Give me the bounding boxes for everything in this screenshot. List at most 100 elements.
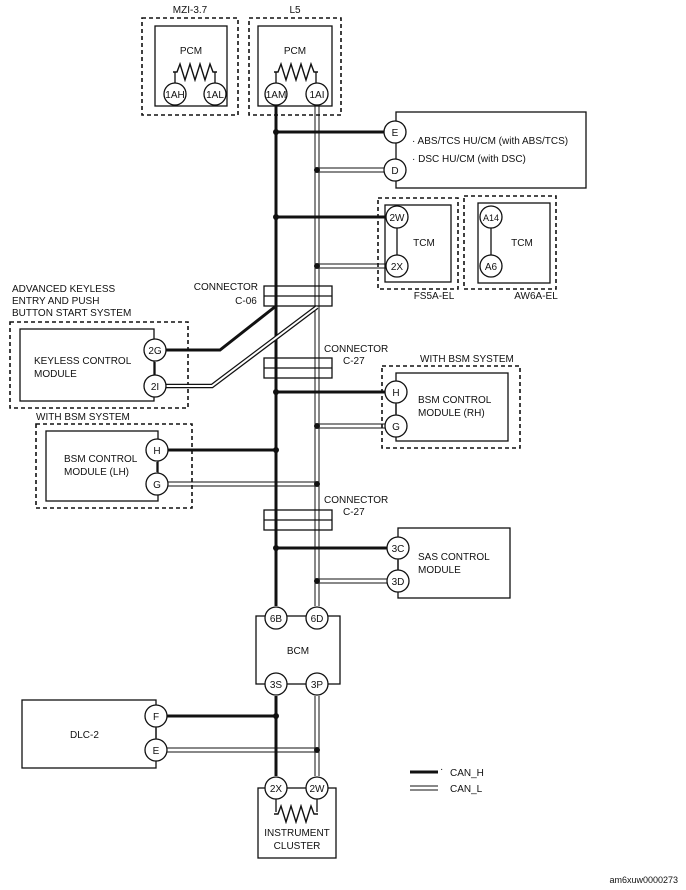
keyless-pin-2g-label: 2G [148,346,162,357]
bsm-rh-module-label-1: BSM CONTROL [418,395,492,406]
pcm-l5-terminating-resistor [274,63,318,81]
connector-c27-lower-id: C-27 [343,507,365,518]
bcm-pin-6b [264,606,288,630]
connector-c06: CONNECTOR C-06 [194,282,333,307]
sas-module-label-1: SAS CONTROL [418,552,490,563]
bsm-lh-pin-g [145,472,169,496]
bsm-rh-pin-g-label: G [392,422,400,433]
abs-pin-e [383,120,407,144]
connector-c27-upper-id: C-27 [343,356,365,367]
sas-module: SAS CONTROL MODULE 3C 3D [273,527,511,599]
keyless-pin-2g [143,338,167,362]
dlc-pin-e-label: E [153,746,160,757]
bsm-lh-pin-g-label: G [153,480,161,491]
abs-pin-d-label: D [391,166,398,177]
tcm-fs5a-pin-2x [385,254,409,278]
pcm-l5-pin-1am-label: 1AM [266,90,287,101]
connector-c27-lower-title: CONNECTOR [324,495,388,506]
sas-pin-3c [386,536,410,560]
legend-can-l-label: CAN_L [450,784,483,795]
dsc-label: · DSC HU/CM (with DSC) [412,154,526,165]
cluster-pin-2x [264,776,288,800]
legend: · CAN_H CAN_L [410,764,484,795]
tcm-aw6a-group: TCM A14 A6 AW6A-EL [463,195,558,302]
bsm-rh-pin-h [384,380,408,404]
sas-pin-3d-label: 3D [392,577,405,588]
bsm-rh-group: WITH BSM SYSTEM BSM CONTROL MODULE (RH) … [273,354,521,449]
abs-dsc-box [395,111,587,189]
bsm-lh-pin-h [145,438,169,462]
bsm-rh-pin-g [384,414,408,438]
bsm-rh-dashed-frame [381,365,521,449]
pcm-l5-group: L5 PCM [248,5,342,116]
pcm-l5-pin-1ai [305,82,329,106]
abs-pin-d [383,158,407,182]
abs-tcs-label: · ABS/TCS HU/CM (with ABS/TCS) [412,136,568,147]
bsm-rh-pin-h-label: H [392,388,399,399]
instrument-cluster: 2X 2W INSTRUMENT CLUSTER [257,776,337,859]
pcm-l5-box [257,25,333,107]
figure-id: am6xuw0000273 [609,875,678,885]
keyless-group: ADVANCED KEYLESS ENTRY AND PUSH BUTTON S… [9,284,319,409]
bcm-pin-6b-label: 6B [270,614,283,625]
tcm-fs5a-box [384,204,452,283]
pcm-mzi-box [154,25,228,107]
cluster-box [257,787,337,859]
bsm-lh-group: WITH BSM SYSTEM BSM CONTROL MODULE (LH) … [35,412,320,509]
sas-module-label-2: MODULE [418,565,461,576]
connector-c06-title: CONNECTOR [194,282,258,293]
tcm-aw6a-pin-a6 [479,254,503,278]
bcm-pin-6d [305,606,329,630]
tcm-fs5a-pin-2w-label: 2W [390,213,406,224]
pcm-l5-pin-1am [264,82,288,106]
keyless-can-l-wire [166,306,318,387]
abs-dsc-module: E D · ABS/TCS HU/CM (with ABS/TCS) · DSC… [273,111,587,189]
bcm-label: BCM [287,646,309,657]
dlc-pin-f-label: F [153,712,159,723]
tcm-fs5a-caption: FS5A-EL [414,291,455,302]
tcm-aw6a-dashed-frame [463,195,557,290]
cluster-pin-2w-label: 2W [310,784,326,795]
bsm-rh-group-title: WITH BSM SYSTEM [420,354,514,365]
legend-can-h-label: CAN_H [450,768,484,779]
tcm-aw6a-pin-a14 [479,205,503,229]
keyless-pin-2i [143,374,167,398]
tcm-fs5a-label: TCM [413,238,435,249]
bsm-lh-module-box [45,430,159,502]
tcm-fs5a-pin-2x-label: 2X [391,262,404,273]
dlc-pin-f [144,704,168,728]
pcm-mzi-pin-1al-label: 1AL [206,90,224,101]
connector-c06-id: C-06 [235,296,257,307]
bsm-lh-module-label-1: BSM CONTROL [64,454,138,465]
cluster-pin-2x-label: 2X [270,784,283,795]
bcm-pin-3p [305,672,329,696]
bcm-pin-6d-label: 6D [311,614,324,625]
pcm-l5-label: PCM [284,46,306,57]
pcm-mzi-label: PCM [180,46,202,57]
tcm-aw6a-caption: AW6A-EL [514,291,558,302]
cluster-pin-2w [305,776,329,800]
keyless-pin-2i-label: 2I [151,382,159,393]
dlc-connector: DLC-2 F E [21,699,320,769]
bsm-lh-group-title: WITH BSM SYSTEM [36,412,130,423]
keyless-module-label-2: MODULE [34,369,77,380]
bsm-rh-module-box [395,372,509,442]
dlc-pin-e [144,738,168,762]
tcm-aw6a-pin-a6-label: A6 [485,262,498,273]
keyless-group-title-1: ADVANCED KEYLESS [12,284,116,295]
tcm-aw6a-pin-a14-label: A14 [483,213,499,223]
sas-module-box [397,527,511,599]
connector-c27-upper-title: CONNECTOR [324,344,388,355]
dlc-label: DLC-2 [70,730,99,741]
sas-pin-3c-label: 3C [392,544,405,555]
pcm-l5-dashed-frame [248,17,342,116]
bsm-rh-module-label-2: MODULE (RH) [418,408,485,419]
tcm-fs5a-pin-2w [385,205,409,229]
bcm-pin-3p-label: 3P [311,680,324,691]
tcm-aw6a-label: TCM [511,238,533,249]
pcm-mzi-dashed-frame [141,17,239,116]
abs-pin-e-label: E [392,128,399,139]
pcm-mzi-variant-label: MZI-3.7 [173,5,208,16]
pcm-mzi-terminating-resistor [173,63,217,81]
